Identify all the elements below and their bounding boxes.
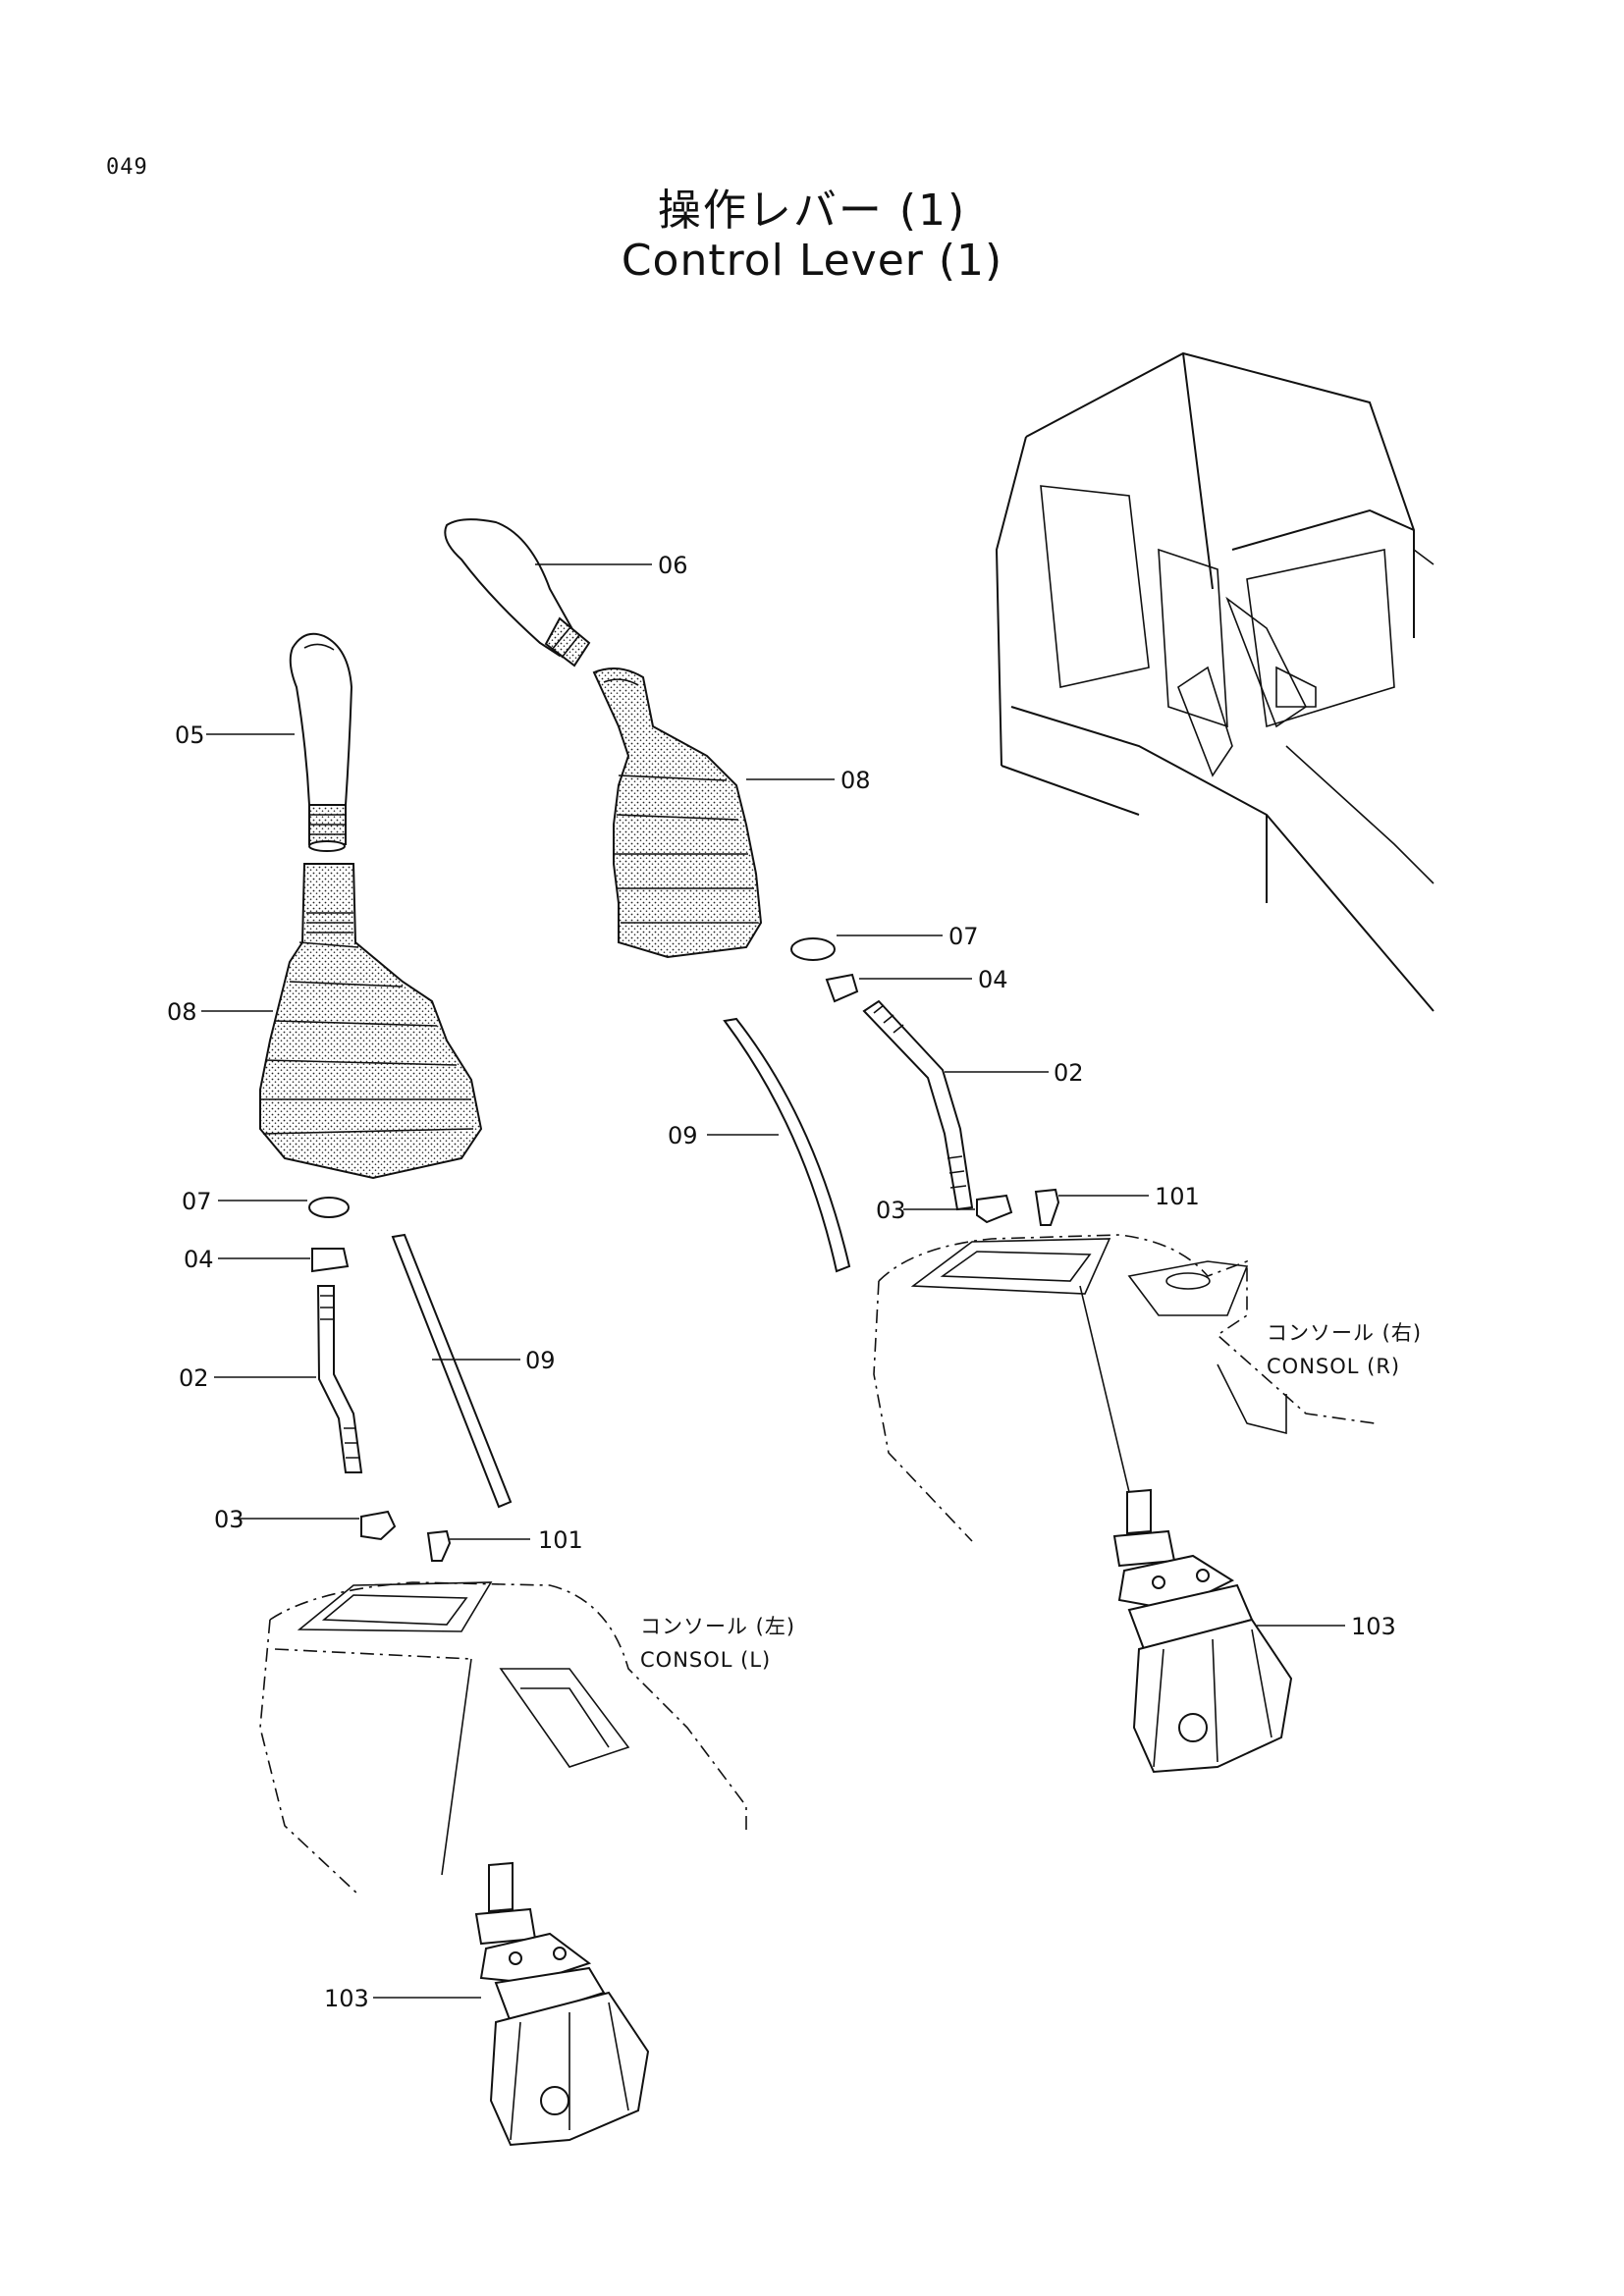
label-right-lock-nut: 03	[876, 1197, 906, 1224]
right-pilot-valve	[1112, 1488, 1293, 1774]
label-left-valve: 103	[324, 1985, 369, 2012]
left-pilot-valve	[474, 1861, 650, 2147]
right-lock-nut	[976, 1194, 1013, 1224]
label-left-hose: 09	[525, 1347, 556, 1374]
label-right-valve: 103	[1351, 1613, 1396, 1640]
right-boot	[592, 667, 763, 959]
right-console-label-jp: コンソール (右)	[1267, 1321, 1422, 1345]
label-right-rod: 02	[1054, 1059, 1084, 1087]
title-japanese: 操作レバー (1)	[657, 186, 967, 236]
right-nut	[825, 973, 859, 1003]
left-console	[269, 1581, 747, 1836]
page-number: 049	[106, 155, 148, 180]
left-rod	[316, 1285, 363, 1473]
left-bolt	[426, 1529, 452, 1562]
cab-illustration	[995, 351, 1435, 1012]
left-clamp	[308, 1197, 350, 1218]
label-right-grip: 06	[658, 552, 688, 579]
right-console-label-en: CONSOL (R)	[1267, 1355, 1400, 1378]
label-left-clamp: 07	[182, 1188, 212, 1215]
left-lock-nut	[360, 1510, 397, 1541]
label-left-nut: 04	[184, 1246, 214, 1273]
label-left-rod: 02	[179, 1364, 209, 1392]
left-console-label-en: CONSOL (L)	[640, 1648, 771, 1672]
right-console	[878, 1234, 1376, 1424]
left-nut	[311, 1248, 350, 1273]
right-lever-assembly	[444, 518, 1376, 1774]
label-right-clamp: 07	[948, 923, 979, 950]
right-grip	[444, 518, 579, 658]
label-right-bolt: 101	[1155, 1183, 1200, 1210]
label-right-nut: 04	[978, 966, 1008, 993]
label-left-lock-nut: 03	[214, 1506, 244, 1533]
right-bolt	[1034, 1188, 1060, 1226]
right-grip-thread	[544, 616, 591, 667]
label-left-bolt: 101	[538, 1526, 583, 1554]
right-rod	[862, 999, 974, 1211]
label-right-boot: 08	[840, 767, 871, 794]
label-left-boot: 08	[167, 998, 197, 1026]
title-english: Control Lever (1)	[621, 236, 1003, 286]
left-console-label-jp: コンソール (左)	[640, 1615, 795, 1638]
left-hose	[391, 1233, 513, 1509]
right-clamp	[790, 937, 836, 961]
left-lever-assembly	[259, 632, 747, 2147]
right-hose	[723, 1017, 851, 1273]
label-right-hose: 09	[668, 1122, 698, 1149]
label-left-grip: 05	[175, 721, 205, 749]
leader-lines	[201, 563, 1345, 1999]
left-grip	[289, 632, 353, 806]
